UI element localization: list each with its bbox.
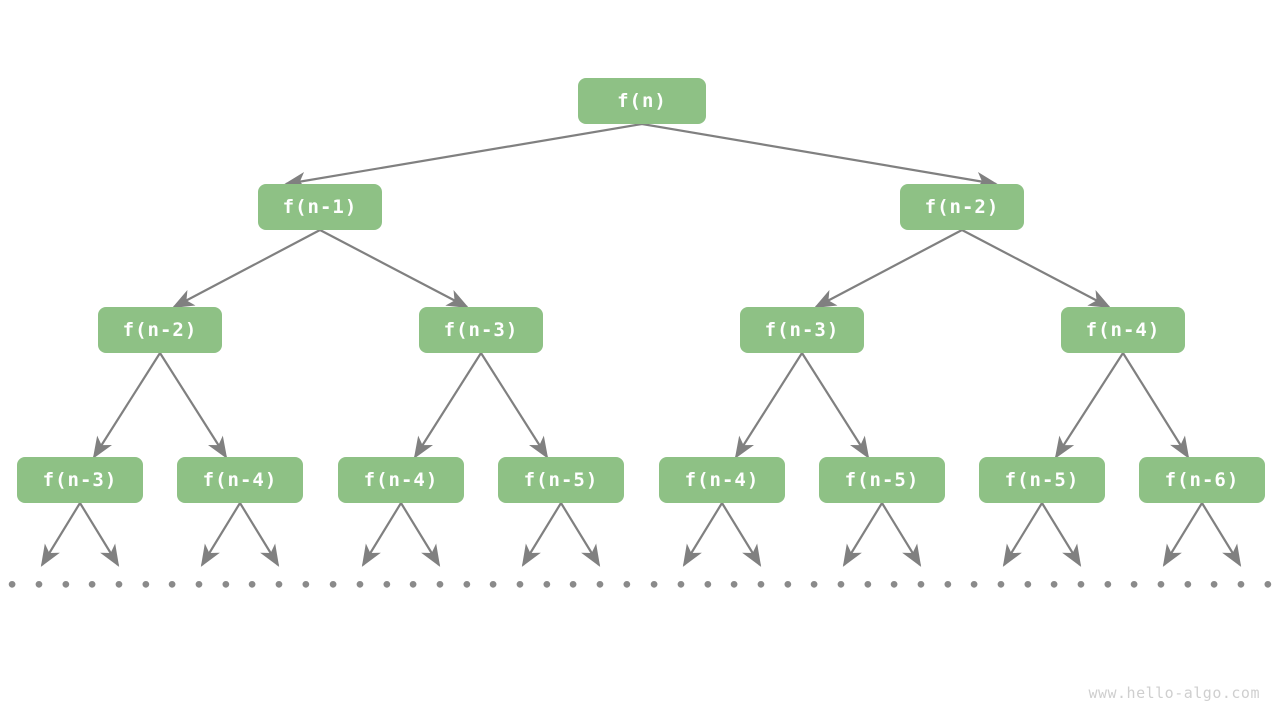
ellipsis-label: • • • (728, 574, 796, 597)
ellipsis-label: • • • (86, 574, 154, 597)
ellipsis-label: • • • (487, 574, 555, 597)
tree-node[interactable]: f(n-5) (498, 457, 624, 503)
ellipsis-label: • • • (1048, 574, 1116, 597)
tree-node[interactable]: f(n-4) (659, 457, 785, 503)
tree-edge (734, 352, 803, 459)
tree-edge (413, 352, 482, 459)
tree-node-label: f(n-4) (202, 469, 278, 491)
tree-edge (1054, 352, 1124, 459)
ellipsis-label: • • • (166, 574, 234, 597)
tree-edge (801, 352, 870, 459)
tree-node[interactable]: f(n-4) (1061, 307, 1185, 353)
tree-node-label: f(n-3) (764, 319, 840, 341)
tree-node[interactable]: f(n) (578, 78, 706, 124)
tree-edge (521, 502, 562, 567)
tree-node-label: f(n-3) (42, 469, 118, 491)
ellipsis-label: • • • (407, 574, 475, 597)
ellipsis-label: • • • (648, 574, 716, 597)
tree-edge (480, 352, 549, 459)
tree-edge (159, 352, 228, 459)
tree-node[interactable]: f(n-4) (177, 457, 303, 503)
tree-node[interactable]: f(n-6) (1139, 457, 1265, 503)
tree-edge (283, 122, 643, 190)
tree-node[interactable]: f(n-3) (419, 307, 543, 353)
tree-edge (682, 502, 723, 567)
ellipsis-label: • • • (567, 574, 635, 597)
tree-node-label: f(n-5) (844, 469, 920, 491)
tree-edge (814, 229, 963, 309)
tree-edge (881, 502, 922, 567)
tree-node-label: f(n-3) (443, 319, 519, 341)
tree-edge (200, 502, 241, 567)
tree-edge (560, 502, 601, 567)
ellipsis-label: • • • (968, 574, 1036, 597)
ellipsis-label: • • • (1208, 574, 1276, 597)
tree-edge (1201, 502, 1242, 567)
tree-node-label: f(n-5) (1004, 469, 1080, 491)
tree-edge (1041, 502, 1082, 567)
tree-edge (961, 229, 1111, 309)
tree-node-label: f(n-4) (684, 469, 760, 491)
tree-edge (319, 229, 469, 309)
ellipsis-label: • • • (888, 574, 956, 597)
tree-node-label: f(n-4) (363, 469, 439, 491)
tree-node-label: f(n-2) (924, 196, 1000, 218)
tree-edge (1162, 502, 1203, 567)
tree-edge (1002, 502, 1043, 567)
ellipsis-label: • • • (808, 574, 876, 597)
tree-node[interactable]: f(n-5) (819, 457, 945, 503)
ellipsis-label: • • • (6, 574, 74, 597)
tree-edge (721, 502, 762, 567)
tree-node[interactable]: f(n-5) (979, 457, 1105, 503)
tree-edge (1122, 352, 1190, 459)
tree-edge (361, 502, 402, 567)
tree-edge (92, 352, 161, 459)
tree-edge (400, 502, 441, 567)
tree-edge (641, 122, 999, 190)
watermark-label: www.hello-algo.com (1088, 684, 1260, 702)
edge-layer (40, 122, 1242, 567)
tree-node[interactable]: f(n-2) (900, 184, 1024, 230)
tree-node[interactable]: f(n-3) (740, 307, 864, 353)
ellipsis-label: • • • (327, 574, 395, 597)
tree-node-label: f(n-4) (1085, 319, 1161, 341)
tree-node[interactable]: f(n-2) (98, 307, 222, 353)
tree-edge (842, 502, 883, 567)
tree-node[interactable]: f(n-1) (258, 184, 382, 230)
tree-edge (172, 229, 321, 309)
tree-edge (79, 502, 120, 567)
tree-node[interactable]: f(n-3) (17, 457, 143, 503)
ellipsis-label: • • • (1128, 574, 1196, 597)
tree-edge (40, 502, 81, 567)
tree-node-label: f(n-6) (1164, 469, 1240, 491)
ellipsis-label: • • • (246, 574, 314, 597)
tree-node-label: f(n-1) (282, 196, 358, 218)
tree-node-label: f(n-5) (523, 469, 599, 491)
tree-node-label: f(n) (617, 90, 667, 112)
tree-edge (239, 502, 280, 567)
tree-node-label: f(n-2) (122, 319, 198, 341)
tree-node[interactable]: f(n-4) (338, 457, 464, 503)
